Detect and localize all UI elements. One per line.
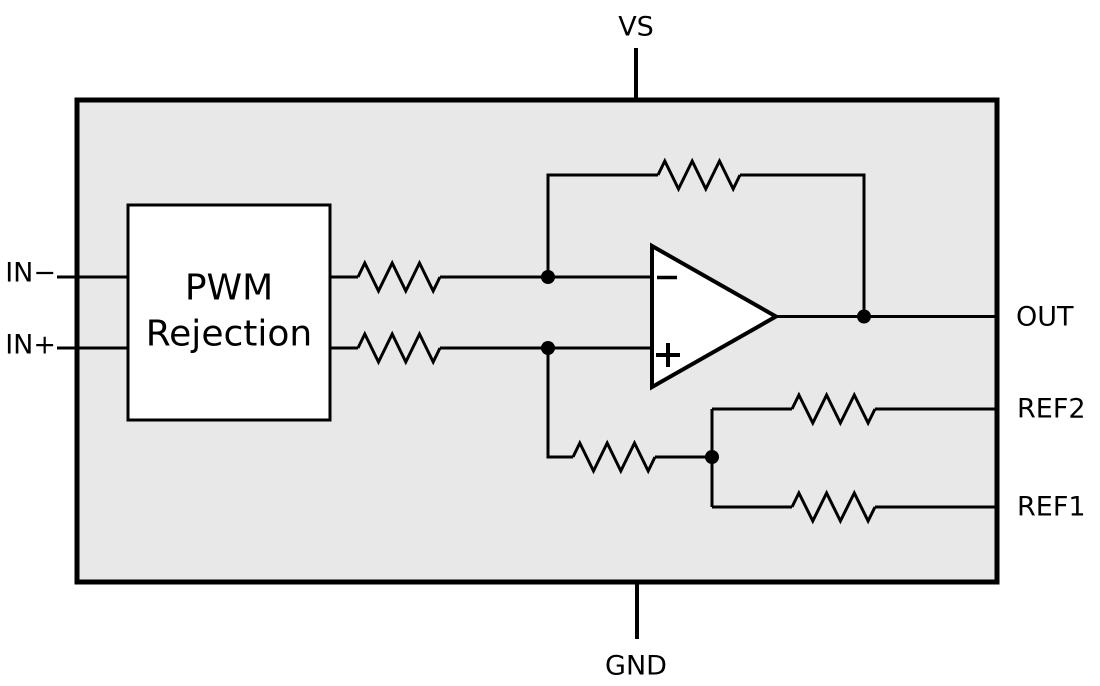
vs-pin-label: VS: [618, 12, 654, 43]
pwm-rejection-label-line2: Rejection: [146, 314, 312, 355]
junction-dot-inverting: [541, 270, 555, 284]
out-pin-label: OUT: [1016, 302, 1074, 333]
junction-dot-output: [857, 309, 871, 324]
ref1-pin-label: REF1: [1017, 492, 1086, 523]
opamp-triangle: [650, 242, 781, 391]
pwm-rejection-block: [126, 203, 332, 422]
in-plus-pin-label: IN+: [5, 330, 56, 361]
resistor-ref2: [790, 391, 877, 427]
resistor-gain: [571, 439, 657, 475]
feedback-wire: [546, 173, 866, 317]
in-minus-pin-label: IN−: [5, 258, 56, 289]
resistor-input-plus: [356, 330, 442, 366]
resistor-feedback: [656, 157, 742, 193]
junction-dot-reference: [705, 450, 719, 464]
gnd-pin-label: GND: [605, 651, 667, 682]
junction-dot-noninverting: [541, 341, 555, 355]
resistor-input-minus: [356, 259, 442, 295]
resistor-ref1: [790, 489, 877, 525]
pwm-rejection-label-line1: PWM: [185, 268, 273, 309]
ref2-pin-label: REF2: [1017, 394, 1086, 425]
plus-icon: [656, 343, 680, 367]
